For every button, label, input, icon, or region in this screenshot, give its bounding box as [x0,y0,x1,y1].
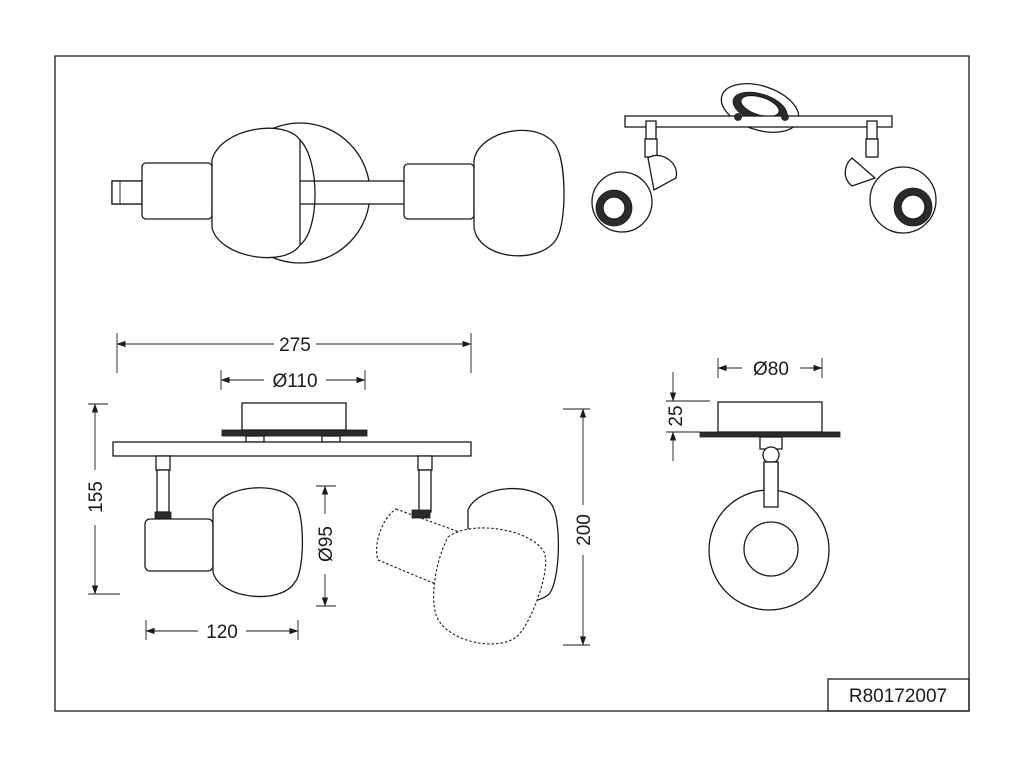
dim-spot-diameter: Ø95 [316,526,337,562]
front-view-left-holder [144,518,214,572]
top-view [111,122,565,264]
top-view-left-shade [211,127,301,259]
front-view-bar [112,441,472,457]
top-view-bar-end [111,180,143,205]
dim-total-width: 275 [279,335,311,356]
front-view-canopy [241,402,347,431]
dim-head-depth: 120 [206,622,238,643]
front-view [112,402,560,645]
top-view-left-holder [141,162,213,220]
dim-canopy-diameter: Ø110 [272,371,317,392]
dim-max-height: 200 [574,514,595,546]
drawing-frame [54,55,970,712]
dim-canopy-height: 25 [666,405,687,426]
top-view-right-holder [403,163,475,220]
dim-side-canopy-diameter: Ø80 [753,359,789,380]
front-view-left-shade [212,487,304,598]
dimensions: 275 Ø110 155 Ø95 120 200 [86,333,823,646]
dim-height: 155 [86,481,107,513]
side-view-spot-inner [743,521,799,577]
top-view-right-shade [473,129,565,257]
reference-code: R80172007 [849,686,947,707]
perspective-view [591,83,937,234]
side-view-canopy [717,401,823,433]
perspective-bar [624,115,893,128]
reference-code-box [827,678,970,712]
front-view-right-shade-tilted [433,527,547,645]
side-view [699,401,841,611]
